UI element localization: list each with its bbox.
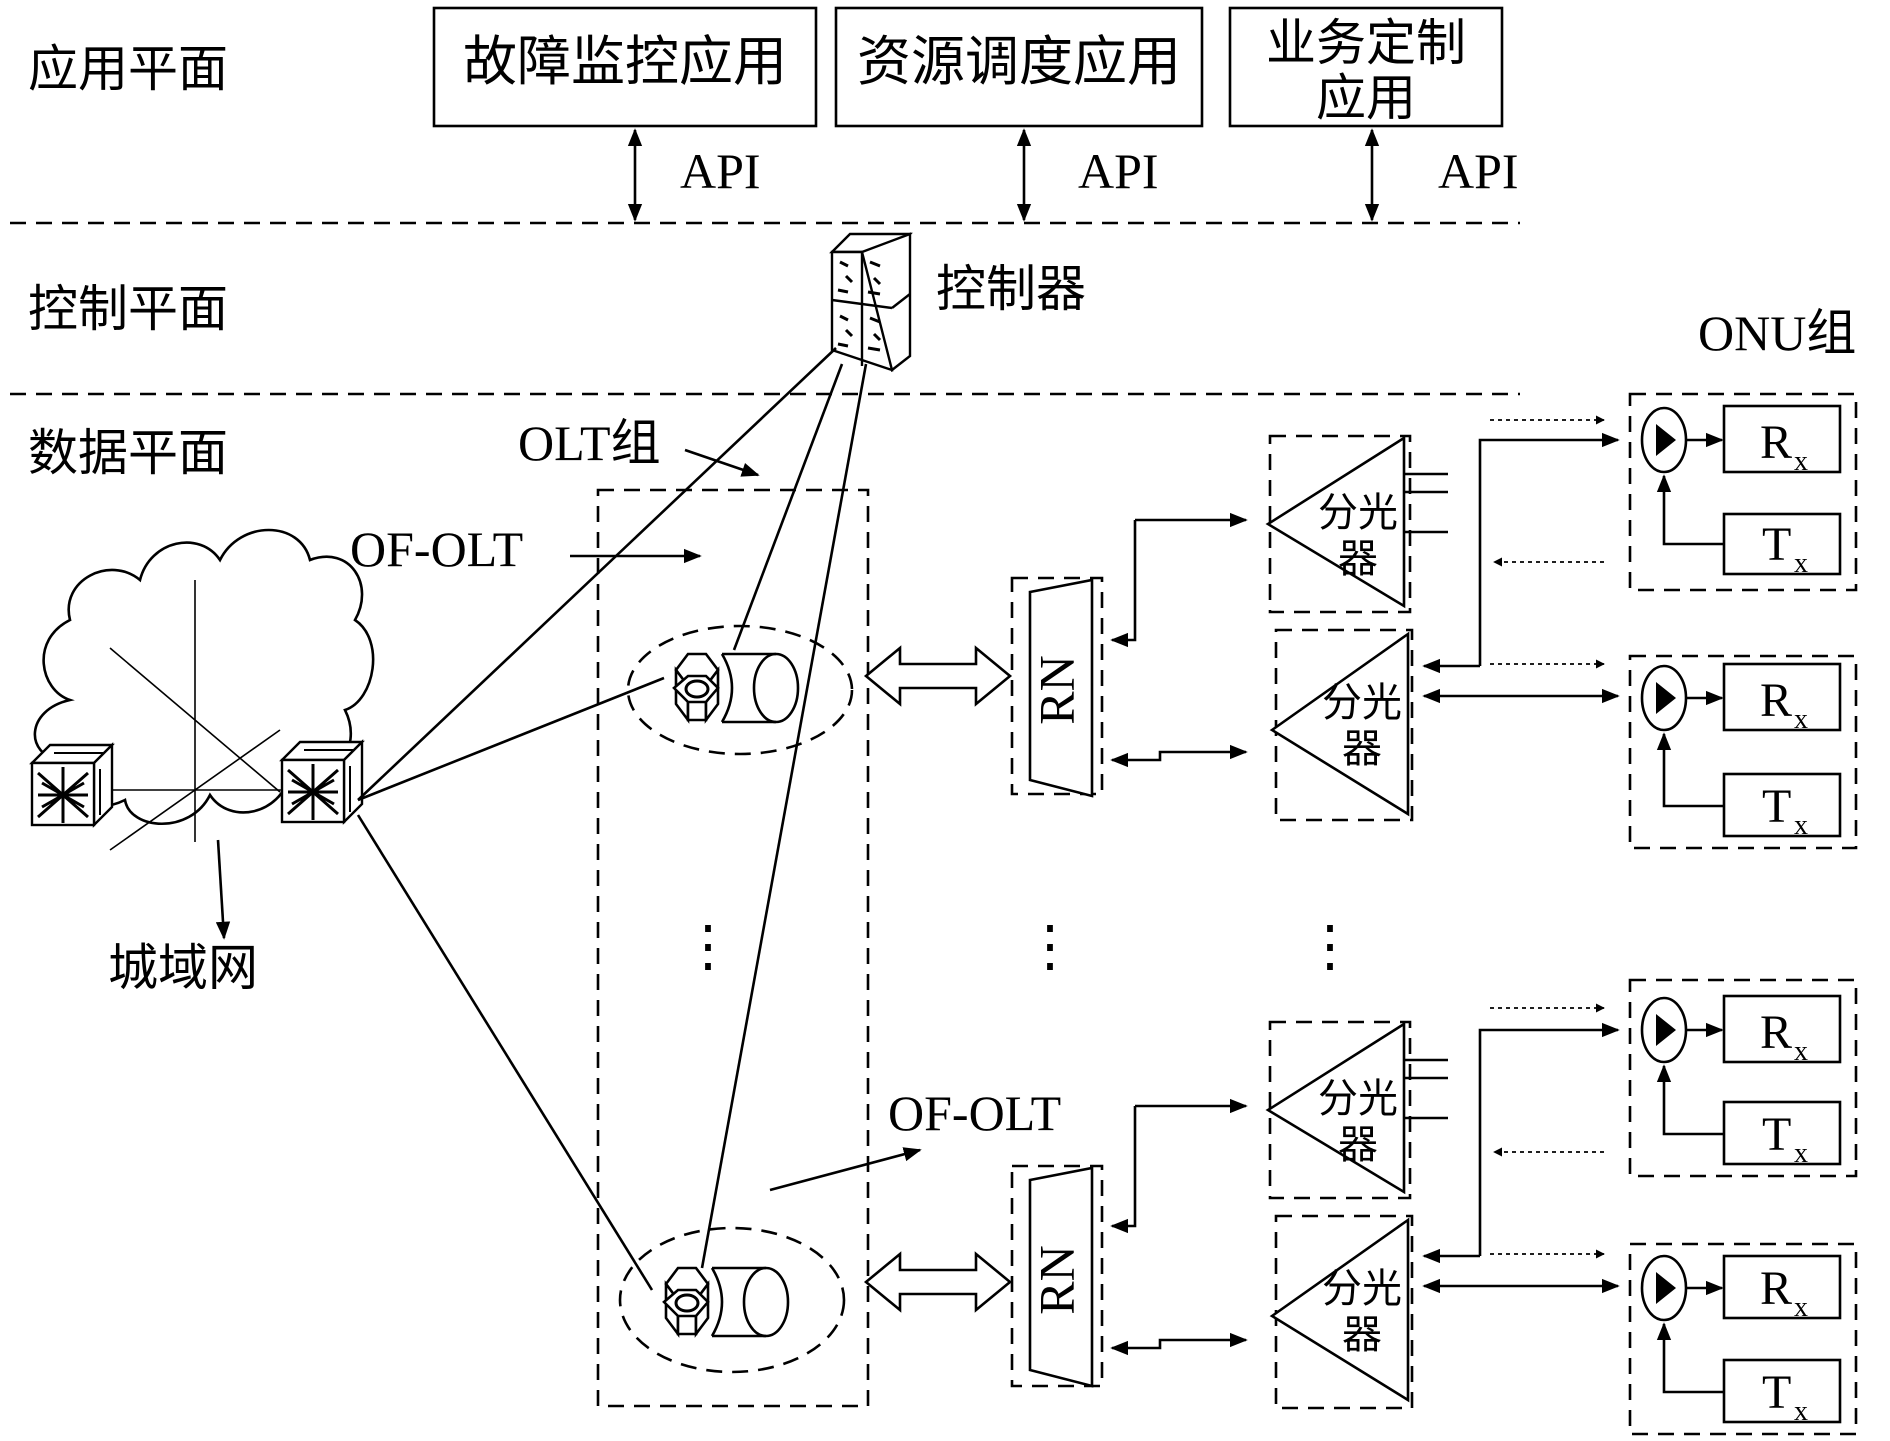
- metro-label-pointer: [215, 839, 231, 940]
- api-label-3: API: [1438, 143, 1519, 199]
- olt-group-label: OLT组: [518, 415, 661, 471]
- olt-group-pointer: [684, 448, 760, 477]
- onu-1: [1628, 392, 1858, 592]
- splitter-2-triangle: [1269, 631, 1410, 817]
- rn-splitter-link-1b: [1110, 520, 1137, 648]
- rn-ellipsis: ⋮: [1022, 916, 1078, 978]
- onu-3-tx-sub: x: [1794, 1138, 1808, 1169]
- rn-top-label: RN: [1028, 655, 1084, 724]
- splitter-3-outputs: [1404, 1058, 1448, 1120]
- onu-4: [1628, 1242, 1858, 1436]
- onu-1-rx-label: R: [1760, 416, 1792, 469]
- api-label-1: API: [680, 143, 761, 199]
- splitter-4-triangle: [1269, 1217, 1410, 1403]
- onu-2-tx-sub: x: [1794, 810, 1808, 841]
- onu-4-tx-label: T: [1762, 1366, 1791, 1419]
- app-label-service-line2: 应用: [1316, 69, 1416, 127]
- control-plane-label: 控制平面: [28, 280, 228, 338]
- splitter-3-label-line2: 器: [1338, 1122, 1378, 1168]
- onu-3-rx-sub: x: [1794, 1036, 1808, 1067]
- app-label-fault-monitoring: 故障监控应用: [463, 30, 787, 93]
- rn-top-frame: [1010, 576, 1104, 796]
- olt-ellipsis: ⋮: [680, 916, 736, 978]
- olt-rn-link-bottom: [863, 1251, 1013, 1313]
- onu-2-rx-label: R: [1760, 674, 1792, 727]
- onu-4-rx-label: R: [1760, 1262, 1792, 1315]
- splitter-3-label-line1: 分光: [1318, 1076, 1398, 1122]
- controller-label: 控制器: [936, 260, 1086, 318]
- rn-splitter-link-2: [1110, 744, 1248, 768]
- splitter-1-label-line2: 器: [1338, 536, 1378, 582]
- onu-1-tx-label: T: [1762, 518, 1791, 571]
- splitter-2-label-line1: 分光: [1322, 680, 1402, 726]
- splitter-2-frame: [1274, 628, 1414, 822]
- data-plane-label: 数据平面: [28, 424, 228, 482]
- onu-4-rx-sub: x: [1794, 1292, 1808, 1323]
- olt-top-dashed-ring: [626, 624, 854, 756]
- app-label-service-line1: 业务定制: [1266, 14, 1466, 72]
- onu-1-tx-sub: x: [1794, 548, 1808, 579]
- app-label-resource-scheduling: 资源调度应用: [857, 30, 1181, 93]
- app-box-service-customization: [1228, 6, 1504, 128]
- controller-server-icon: [829, 232, 913, 373]
- onu-3-tx-label: T: [1762, 1108, 1791, 1161]
- onu-2: [1628, 654, 1858, 850]
- rn-top-trapezoid: [1028, 578, 1094, 798]
- app-box-resource-scheduling: [834, 6, 1204, 128]
- splitter-ellipsis: ⋮: [1302, 916, 1358, 978]
- onu-group-label: ONU组: [1698, 305, 1856, 361]
- splitter-onu-link-1: [1478, 432, 1620, 666]
- olt-bottom-dashed-ring: [618, 1226, 846, 1374]
- olt-group-frame: [596, 488, 870, 1408]
- app-box-fault-monitoring: [432, 6, 818, 128]
- metro-switch-right-icon: [280, 740, 364, 824]
- splitter-onu-link-3: [1478, 1022, 1620, 1256]
- splitter-4-label-line2: 器: [1342, 1312, 1382, 1358]
- rn-bottom-trapezoid: [1028, 1166, 1094, 1388]
- onu-1-rx-sub: x: [1794, 446, 1808, 477]
- application-plane-label: 应用平面: [28, 40, 228, 98]
- splitter-2-label-line2: 器: [1342, 726, 1382, 772]
- splitter-1-label-line1: 分光: [1318, 490, 1398, 536]
- of-olt-label-top: OF-OLT: [350, 521, 523, 577]
- onu-2-tx-label: T: [1762, 780, 1791, 833]
- api-label-2: API: [1078, 143, 1159, 199]
- olt-top-device-icon: [672, 652, 800, 724]
- splitter-4-label-line1: 分光: [1322, 1266, 1402, 1312]
- metro-cloud-spokes: [90, 580, 300, 851]
- onu-3-rx-label: R: [1760, 1006, 1792, 1059]
- control-links: [356, 347, 868, 1291]
- rn-bottom-label: RN: [1028, 1245, 1084, 1314]
- metro-cloud: [33, 528, 375, 826]
- metro-switch-left-icon: [30, 743, 114, 827]
- metro-label: 城域网: [108, 939, 258, 997]
- of-olt-bottom-pointer: [769, 1147, 922, 1192]
- splitter-1-outputs: [1404, 472, 1448, 534]
- olt-rn-link-top: [863, 645, 1013, 707]
- splitter-1-triangle: [1265, 435, 1406, 609]
- onu-2-rx-sub: x: [1794, 704, 1808, 735]
- rn-splitter-link-3b: [1110, 1106, 1137, 1234]
- olt-bottom-device-icon: [662, 1266, 790, 1338]
- onu-4-tx-sub: x: [1794, 1396, 1808, 1427]
- onu-3: [1628, 978, 1858, 1178]
- rn-splitter-link-4: [1110, 1332, 1248, 1356]
- splitter-3-triangle: [1265, 1021, 1406, 1195]
- of-olt-label-bottom: OF-OLT: [888, 1085, 1061, 1141]
- rn-bottom-frame: [1010, 1164, 1104, 1388]
